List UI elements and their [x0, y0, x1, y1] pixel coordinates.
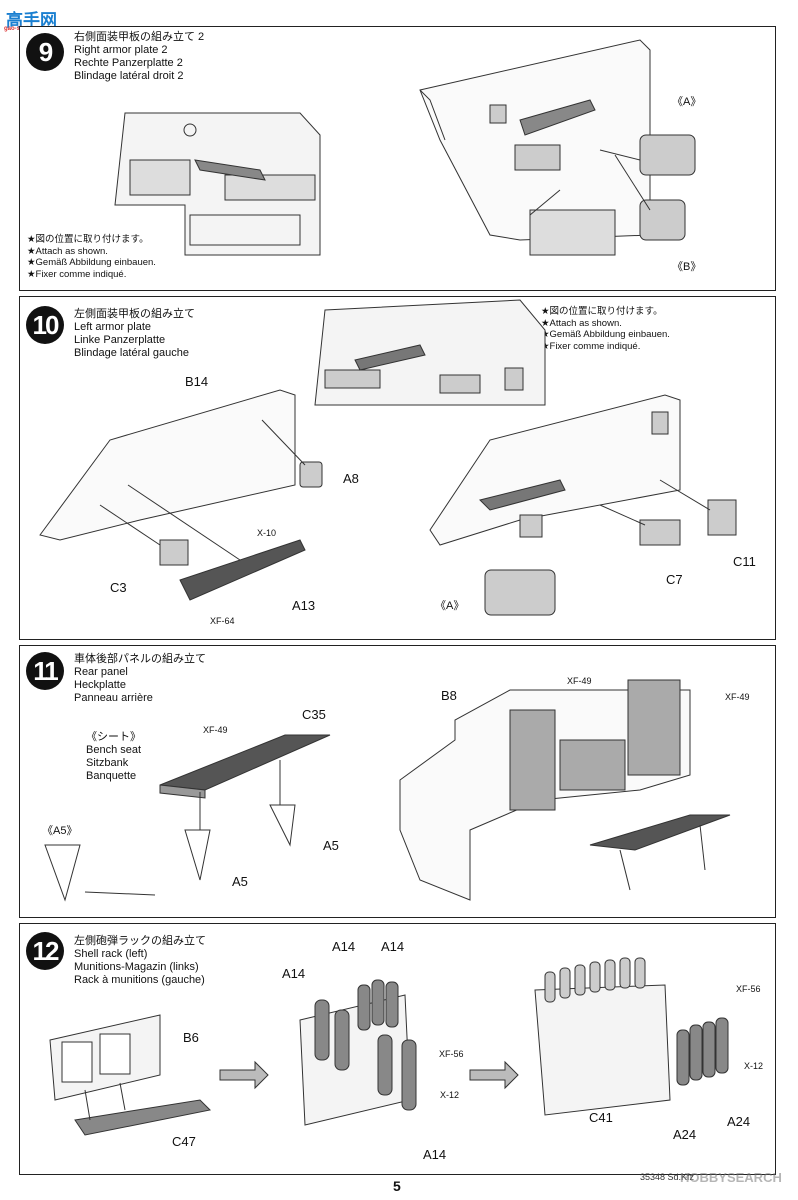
step-9-notes: ★図の位置に取り付けます。★Attach as shown. ★Gemäß Ab…	[27, 234, 156, 280]
step-12-label-a14a: A14	[332, 939, 356, 954]
step-9-label-b: 《B》	[672, 261, 702, 273]
step-12-label-c47: C47	[172, 1134, 196, 1149]
product-code: 35348 Sd.Kfz	[640, 1172, 695, 1182]
watermark: HOBBYSEARCH	[680, 1170, 782, 1185]
step-12-label-a24a: A24	[673, 1127, 697, 1142]
site-logo: 高手网	[6, 11, 57, 30]
step-12-label-x12b: X-12	[744, 1061, 764, 1071]
step-10-label-c11: C11	[733, 554, 756, 569]
step-11-label-xf49a: XF-49	[203, 725, 228, 735]
step-9-number: 9	[26, 33, 64, 71]
step-11-label-b8: B8	[441, 688, 457, 703]
step-10-label-x10: X-10	[257, 528, 277, 538]
step-12-label-c41: C41	[589, 1110, 613, 1125]
step-12-label-xf56b: XF-56	[736, 984, 761, 994]
step-10-label-c7: C7	[666, 572, 683, 587]
step-12-label-b6: B6	[183, 1030, 199, 1045]
step-9-label-a: 《A》	[672, 96, 702, 108]
step-10-label-a13: A13	[292, 598, 316, 613]
step-10-notes: ★図の位置に取り付けます。★Attach as shown. ★Gemäß Ab…	[541, 306, 670, 352]
step-10-label-a8: A8	[343, 471, 359, 486]
step-10-label-c3: C3	[110, 580, 127, 595]
page-number: 5	[393, 1178, 401, 1194]
step-11-label-a5b: A5	[232, 874, 248, 889]
step-12-label-a14b: A14	[381, 939, 405, 954]
step-12-label-xf56a: XF-56	[439, 1049, 464, 1059]
step-11-label-xf49b: XF-49	[567, 676, 592, 686]
step-10-number: 10	[26, 306, 64, 344]
step-11-label-xf49c: XF-49	[725, 692, 750, 702]
step-10-label-b14: B14	[185, 374, 209, 389]
step-12-label-x12a: X-12	[440, 1090, 460, 1100]
step-11-number: 11	[26, 652, 64, 690]
step-11-label-c35: C35	[302, 707, 326, 722]
step-11-label-a5c: 《A5》	[42, 825, 78, 837]
step-11-label-a5a: A5	[323, 838, 339, 853]
step-10-label-a: 《A》	[435, 600, 465, 612]
step-10-label-xf64: XF-64	[210, 616, 235, 626]
step-12-label-a24b: A24	[727, 1114, 751, 1129]
step-12-label-a14c: A14	[282, 966, 306, 981]
step-12-number: 12	[26, 932, 64, 970]
step-12-label-a14d: A14	[423, 1147, 447, 1162]
